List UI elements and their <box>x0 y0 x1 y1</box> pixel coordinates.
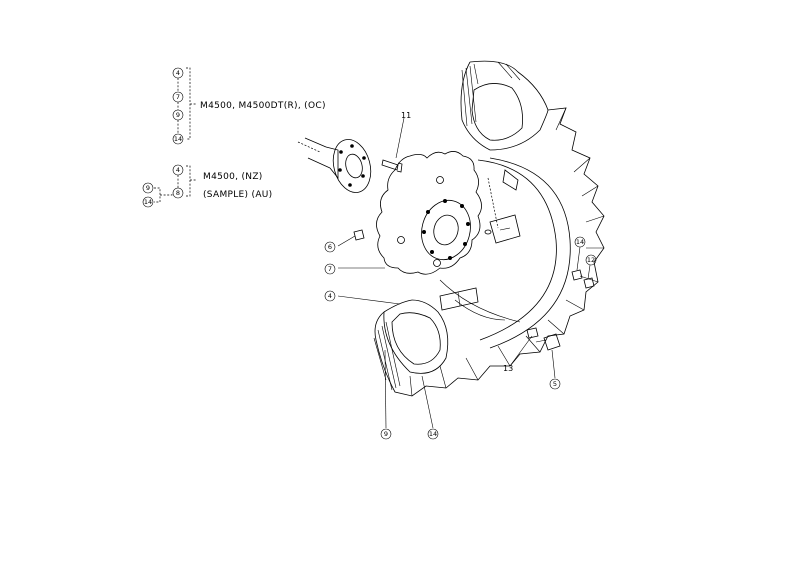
callout-9-bottom: 9 <box>380 428 392 440</box>
wheel-rim <box>439 157 571 349</box>
callout-14-right: 14 <box>574 236 586 248</box>
legend-group-2-alt-item-2: 14 <box>144 198 152 206</box>
disc-nut <box>353 229 365 241</box>
callout-11: 11 <box>401 111 411 120</box>
legend-group-1-item-3: 9 <box>176 111 180 119</box>
callout-7: 7 <box>324 263 336 275</box>
callout-14-bottom: 14 <box>427 428 439 440</box>
legend-group-2-label-line-2: (SAMPLE) (AU) <box>203 190 272 200</box>
legend-group-2-label-line-1: M4500, (NZ) <box>203 172 263 182</box>
legend-group-1-item-4: 14 <box>174 135 182 143</box>
stud-bolt <box>381 117 405 173</box>
callout-label: 7 <box>328 265 332 273</box>
callout-label: 13 <box>503 364 513 373</box>
callout-label: 4 <box>328 292 332 300</box>
legend-group-1-item-2: 7 <box>176 93 180 101</box>
legend-group-2-alt-item-1: 9 <box>146 184 150 192</box>
legend-group-2-item-1: 4 <box>176 166 180 174</box>
leader-lines <box>337 235 591 429</box>
callout-label: 14 <box>576 238 584 246</box>
callout-13: 13 <box>503 364 513 373</box>
legend-group-1-bracket <box>186 67 197 140</box>
valve-nut-parts <box>526 269 595 351</box>
legend-group-1: 4 7 9 14 M4500, M4500DT(R), (OC) <box>172 67 326 145</box>
callout-label: 11 <box>401 111 411 120</box>
legend-group-2-alt-bracket <box>154 187 173 203</box>
callout-label: 5 <box>553 380 557 388</box>
callout-label: 14 <box>429 430 437 438</box>
legend-group-1-label: M4500, M4500DT(R), (OC) <box>200 101 326 111</box>
legend-group-2-bracket <box>186 165 197 197</box>
callout-5: 5 <box>549 378 561 390</box>
legend-group-2: 4 8 M4500, (NZ) (SAMPLE) (AU) 9 14 <box>142 164 272 208</box>
callout-6: 6 <box>324 241 336 253</box>
callout-4: 4 <box>324 290 336 302</box>
legend-group-1-item-1: 4 <box>176 69 180 77</box>
tyre <box>373 60 605 397</box>
callout-12: 12 <box>585 254 597 266</box>
callout-label: 12 <box>587 256 595 264</box>
axle-hub <box>297 137 372 193</box>
wheel-disc <box>376 151 482 275</box>
legend-group-2-item-2: 8 <box>176 189 180 197</box>
callout-label: 9 <box>384 430 388 438</box>
callout-label: 6 <box>328 243 332 251</box>
